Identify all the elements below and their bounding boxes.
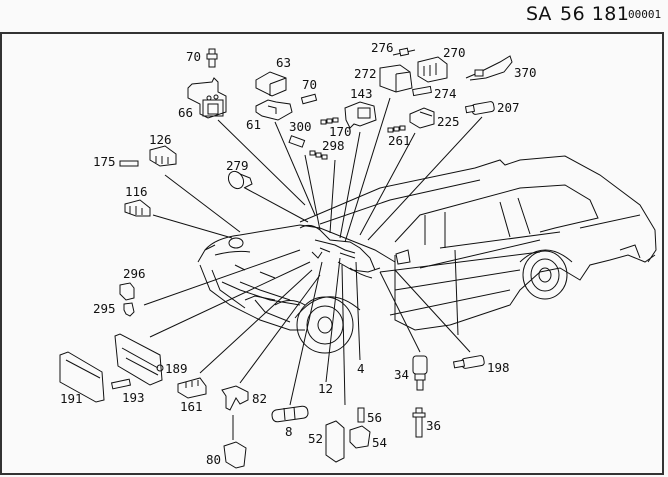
label-8: 8 (285, 424, 293, 439)
label-207: 207 (497, 100, 520, 115)
part-54-clip (349, 425, 371, 449)
label-126: 126 (149, 132, 172, 147)
label-191: 191 (60, 391, 83, 406)
label-193: 193 (122, 390, 145, 405)
part-193-pin (110, 378, 132, 390)
diagram-frame (0, 32, 664, 475)
label-63: 63 (276, 55, 291, 70)
label-80: 80 (206, 452, 221, 467)
label-70: 70 (186, 49, 201, 64)
part-279-grommet (227, 170, 253, 190)
part-80-holder (223, 441, 247, 469)
label-66: 66 (178, 105, 193, 120)
part-198-plug (452, 355, 485, 369)
part-82-cap (221, 385, 249, 411)
label-161: 161 (180, 399, 203, 414)
part-61-clip (255, 99, 293, 121)
label-61: 61 (246, 117, 261, 132)
label-270: 270 (443, 45, 466, 60)
label-82: 82 (252, 391, 267, 406)
label-12: 12 (318, 381, 333, 396)
part-296-clip (119, 282, 135, 301)
part-36-pin (412, 407, 426, 438)
part-189-connector-block (114, 333, 164, 386)
label-143: 143 (350, 86, 373, 101)
part-276-fuse (392, 47, 416, 57)
part-274-pin (412, 85, 432, 97)
label-4: 4 (357, 361, 365, 376)
part-295-clip (123, 302, 135, 317)
label-279: 279 (226, 158, 249, 173)
part-207-plug (464, 101, 495, 115)
part-56-pin (357, 407, 365, 423)
leader-lines (143, 97, 483, 440)
part-261-terminals (387, 125, 406, 133)
part-66-bracket (187, 77, 227, 119)
label-296: 296 (123, 266, 146, 281)
part-34-plug (412, 355, 428, 391)
part-63-connector (255, 71, 287, 97)
label-198: 198 (487, 360, 510, 375)
part-52-bracket (325, 420, 345, 463)
label-370: 370 (514, 65, 537, 80)
part-labels: 70 63 70 66 61 300 170 298 143 272 276 2… (60, 40, 537, 467)
label-70b: 70 (302, 77, 317, 92)
part-298-terminals (309, 150, 328, 160)
part-143-housing (344, 101, 377, 129)
label-170: 170 (329, 124, 352, 139)
label-276: 276 (371, 40, 394, 55)
part-8-cylinder (271, 405, 309, 423)
part-126-connector (149, 145, 177, 167)
part-191-cover (59, 351, 105, 403)
diagram-header: SA 56 181 00001 (0, 0, 668, 30)
label-298: 298 (322, 138, 345, 153)
label-56: 56 (367, 410, 382, 425)
part-161-connector (177, 377, 207, 399)
parts (59, 47, 513, 469)
label-272: 272 (354, 66, 377, 81)
label-34: 34 (394, 367, 409, 382)
part-116-connector (124, 199, 151, 217)
part-370-cable-tie (465, 55, 513, 81)
label-300: 300 (289, 119, 312, 134)
part-70-pin-b (300, 93, 318, 105)
car-outline (197, 155, 657, 354)
part-225-connector (409, 107, 435, 129)
part-270-connector (417, 56, 448, 83)
label-54: 54 (372, 435, 387, 450)
diagram-number: 56 181 (560, 3, 630, 25)
label-36: 36 (426, 418, 441, 433)
label-52: 52 (308, 431, 323, 446)
diagram-sheet-number: 00001 (628, 8, 662, 21)
label-189: 189 (165, 361, 188, 376)
label-225: 225 (437, 114, 460, 129)
label-261: 261 (388, 133, 411, 148)
part-272-relay (379, 64, 413, 93)
label-295: 295 (93, 301, 116, 316)
part-175-terminals (119, 160, 139, 167)
part-170-terminals (320, 117, 339, 125)
part-300-fuse (288, 135, 306, 148)
diagram-prefix: SA (526, 3, 552, 25)
part-70-pin (206, 48, 218, 68)
label-116: 116 (125, 184, 148, 199)
label-175: 175 (93, 154, 116, 169)
label-274: 274 (434, 86, 457, 101)
